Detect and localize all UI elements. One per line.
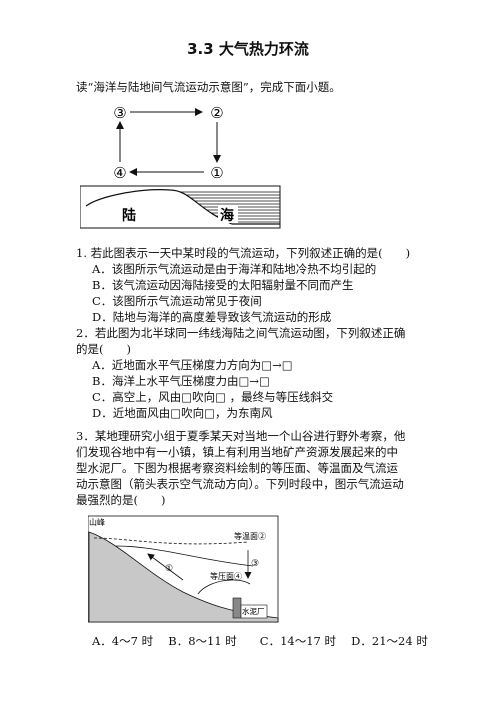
isobar-line xyxy=(115,545,254,567)
isotherm-label: 等温面② xyxy=(234,531,266,541)
q1-option-a: A．该图所示气流运动是由于海洋和陆地冷热不均引起的 xyxy=(92,262,377,276)
mountain-label: 山峰 xyxy=(89,517,105,527)
q3-line1: 3．某地理研究小组于夏季某天对当地一个山谷进行野外考察，他 xyxy=(76,429,406,443)
q3-options: A．4～7 时 B．8～11 时 C．14～17 时 D．21～24 时 xyxy=(92,634,428,648)
label-1: ① xyxy=(210,164,223,182)
q3-line2: 们发现谷地中有一小镇，镇上有利用当地矿产资源发展起来的中 xyxy=(76,445,398,459)
intro-text: 读“海洋与陆地间气流运动示意图”，完成下面小题。 xyxy=(76,80,341,94)
q1-option-d: D．陆地与海洋的高度差导致该气流运动的形成 xyxy=(92,310,332,324)
arrow3-label: ③ xyxy=(251,559,259,569)
q1-option-b: B．该气流运动因海陆接受的太阳辐射量不同而产生 xyxy=(92,278,354,292)
arrow-1-upslope xyxy=(147,553,184,581)
q3-line4: 动示意图（箭头表示空气流动方向）。下列时段中，图示气流运动 xyxy=(76,477,404,491)
q1-stem: 1. 若此图表示一天中某时段的气流运动，下列叙述正确的是( ) xyxy=(76,246,411,260)
factory-label: 水泥厂 xyxy=(242,606,265,616)
q2-option-d: D．近地面风由□吹向□，为东南风 xyxy=(92,406,273,420)
isobar-label: 等压面④ xyxy=(210,571,242,581)
q2-option-c: C．高空上，风由□吹向□ ，最终与等压线斜交 xyxy=(92,390,334,404)
factory-building xyxy=(232,597,242,619)
page-title: 3.3 大气热力环流 xyxy=(187,40,309,58)
q2-stem-line2: 的是( ) xyxy=(76,342,131,356)
sea-label: 海 xyxy=(220,207,234,224)
label-3: ③ xyxy=(113,104,126,122)
figure-valley-wind: 山峰 等温面② 等压面④ ① ③ 水泥厂 xyxy=(88,515,279,623)
mountain-slope xyxy=(88,531,279,623)
circulation-loop xyxy=(197,579,251,595)
q2-option-a: A．近地面水平气压梯度力方向为□→□ xyxy=(92,358,293,372)
label-2: ② xyxy=(210,104,223,122)
figure-sea-land-circulation: ③ ② ① ④ 陆 海 xyxy=(80,104,281,229)
isotherm-line xyxy=(93,537,249,545)
q2-option-b: B．海洋上水平气压梯度力由□→□ xyxy=(92,374,270,388)
q3-line3: 型水泥厂。下图为根据考察资料绘制的等压面、等温面及气流运 xyxy=(76,461,398,475)
coastline xyxy=(85,189,280,225)
q1-option-c: C．该图所示气流运动常见于夜间 xyxy=(92,294,262,308)
land-label: 陆 xyxy=(122,208,136,224)
label-4: ④ xyxy=(113,164,126,182)
arrow1-label: ① xyxy=(165,564,173,574)
q2-stem-line1: 2．若此图为北半球同一纬线海陆之间气流运动图，下列叙述正确 xyxy=(76,326,406,340)
q3-line5: 最强烈的是( ) xyxy=(76,493,166,507)
